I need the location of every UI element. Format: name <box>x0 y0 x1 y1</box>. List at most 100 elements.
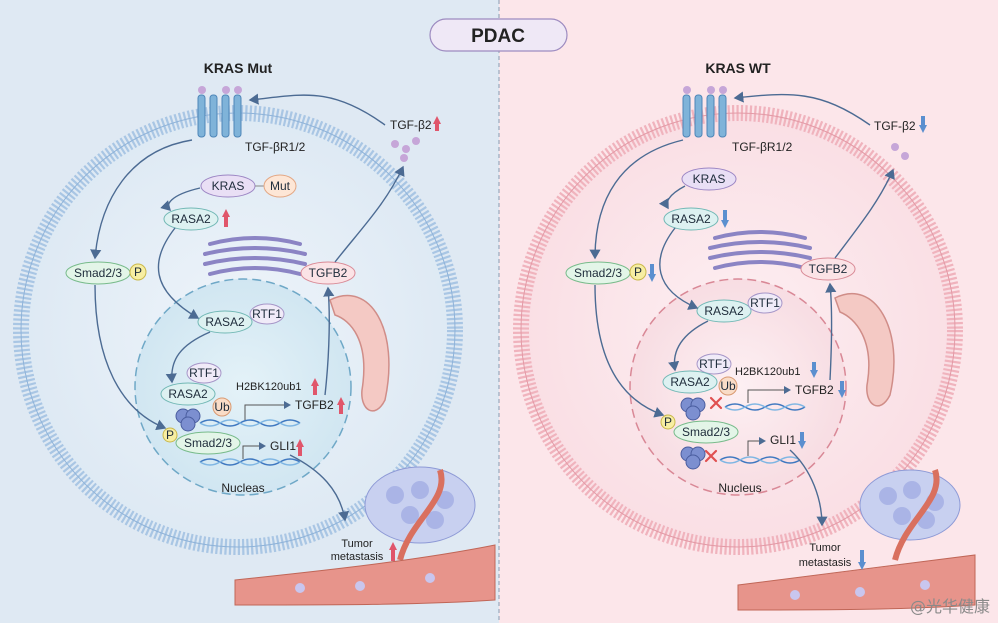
up-arrow-icon <box>311 378 319 395</box>
left-nuc-smad-pill <box>175 431 241 455</box>
left-p-badge <box>129 263 147 281</box>
left-chrom-rasa2-pill <box>160 382 216 406</box>
left-kras-label: KRAS <box>212 179 245 193</box>
left-chrom-rasa2-label: RASA2 <box>168 387 208 401</box>
right-chrom-rtf1-pill <box>696 353 732 375</box>
left-ub-label: Ub <box>214 400 230 414</box>
right-receptor-icon <box>682 86 727 138</box>
left-arrow-rasa2-nucleus <box>157 227 200 319</box>
right-kras-label: KRAS <box>693 172 726 186</box>
right-heading: KRAS WT <box>705 60 771 76</box>
left-arrow-kras-rasa2 <box>160 187 201 211</box>
right-h2bk-label: H2BK120ub1 <box>735 366 800 378</box>
right-nuc-rasa2-label: RASA2 <box>704 304 744 318</box>
right-tumor-line2: metastasis <box>799 557 852 569</box>
right-chrom-rasa2-pill <box>662 370 718 394</box>
left-rasa2-label: RASA2 <box>171 212 211 226</box>
right-nucleus-label: Nucleus <box>718 481 761 495</box>
right-ub-label: Ub <box>720 379 736 393</box>
right-nucleosome-icon <box>680 397 706 421</box>
left-dna-icon-2 <box>199 458 301 466</box>
left-chrom-rtf1-label: RTF1 <box>189 366 219 380</box>
left-ligand-icon <box>391 137 420 162</box>
left-tgfb2-pill <box>300 261 356 285</box>
watermark: @光华健康 <box>910 597 990 616</box>
right-ligand-icon <box>891 143 909 160</box>
right-arrow-smad-nucleus <box>594 284 665 418</box>
right-tumor-line1: Tumor <box>809 542 841 554</box>
down-arrow-icon <box>858 550 866 570</box>
right-tgfb2-label: TGFB2 <box>809 262 848 276</box>
down-arrow-icon <box>810 362 818 378</box>
right-p-badge <box>629 263 647 281</box>
up-arrow-icon <box>337 397 345 414</box>
right-arrow-ligand-receptor <box>733 91 871 126</box>
up-arrow-icon <box>433 116 441 131</box>
left-h2bk-label: H2BK120ub1 <box>236 381 301 393</box>
right-nuc-rasa2-pill <box>696 299 752 323</box>
left-tgfb2-label: TGFB2 <box>309 266 348 280</box>
right-nuc-rtf1-label: RTF1 <box>750 296 780 310</box>
right-arrow-gene-tgfb2 <box>825 282 837 381</box>
left-nucleosome-icon <box>175 408 201 432</box>
up-arrow-icon <box>222 209 230 227</box>
left-nuc-rtf1-label: RTF1 <box>252 307 282 321</box>
left-heading: KRAS Mut <box>204 60 273 76</box>
right-ligand-label: TGF-β2 <box>874 119 916 133</box>
left-arrow-receptor-smad <box>90 139 193 260</box>
right-arrow-kras-rasa2 <box>658 185 686 210</box>
right-tgfb2-pill <box>800 257 856 281</box>
right-nuc-smad-label: Smad2/3 <box>682 425 730 439</box>
title: PDAC <box>471 26 525 47</box>
right-golgi-icon <box>708 230 812 270</box>
right-tumor-icon <box>859 469 961 561</box>
right-arrow-rasa2-nucleus <box>659 227 699 310</box>
left-tumor-line1: Tumor <box>341 538 373 550</box>
left-smad-label: Smad2/3 <box>74 266 122 280</box>
right-block-x-icon-2 <box>704 449 718 463</box>
left-nucleus-label: Nucleas <box>221 481 264 495</box>
title-pill <box>429 18 568 52</box>
left-arrow-gene-tgfb2 <box>323 286 335 396</box>
left-arrow-secretion <box>334 165 405 263</box>
left-nuc-p-label: P <box>166 428 174 442</box>
left-arrow-ligand-receptor <box>248 93 386 126</box>
left-tumor-icon <box>364 466 476 561</box>
left-arrow-nuc-chrom <box>165 331 211 384</box>
left-tgfb2-gene: TGFB2 <box>295 398 334 412</box>
left-golgi-icon <box>203 236 307 276</box>
right-rasa2-label: RASA2 <box>671 212 711 226</box>
left-transcription-arrow-1 <box>244 401 291 420</box>
up-arrow-icon <box>389 542 397 561</box>
right-nuc-smad-pill <box>673 420 739 444</box>
left-mitochondria-icon <box>329 294 390 412</box>
right-tgfb2-gene: TGFB2 <box>795 383 834 397</box>
right-kras-pill <box>681 167 737 191</box>
right-transcription-arrow-2 <box>747 437 766 456</box>
right-membrane-outline <box>520 112 956 548</box>
left-nuc-p-badge <box>162 427 178 443</box>
right-nuc-p-label: P <box>664 415 672 429</box>
right-block-x-icon <box>709 396 723 410</box>
right-nucleosome-icon-2 <box>680 446 706 470</box>
right-blood-vessel-icon <box>737 554 976 611</box>
right-transcription-arrow-1 <box>747 386 791 403</box>
right-arrow-nuc-chrom <box>668 320 709 372</box>
left-nuc-rasa2-label: RASA2 <box>205 315 245 329</box>
left-nuc-rasa2-pill <box>197 310 253 334</box>
left-nuc-rtf1-pill <box>249 303 285 325</box>
up-arrow-icon <box>296 439 304 456</box>
left-chrom-rtf1-pill <box>186 362 222 384</box>
left-receptor-label: TGF-βR1/2 <box>245 140 306 154</box>
right-arrow-receptor-smad <box>589 139 684 260</box>
left-ligand-label: TGF-β2 <box>390 118 432 132</box>
left-dna-icon <box>199 419 301 427</box>
down-arrow-icon <box>648 264 656 282</box>
left-blood-vessel-icon <box>234 544 496 606</box>
right-arrow-gli1-tumor <box>789 449 828 527</box>
down-arrow-icon <box>838 381 846 398</box>
left-receptor-icon <box>197 86 242 138</box>
right-smad-label: Smad2/3 <box>574 266 622 280</box>
right-chrom-rasa2-label: RASA2 <box>670 375 710 389</box>
